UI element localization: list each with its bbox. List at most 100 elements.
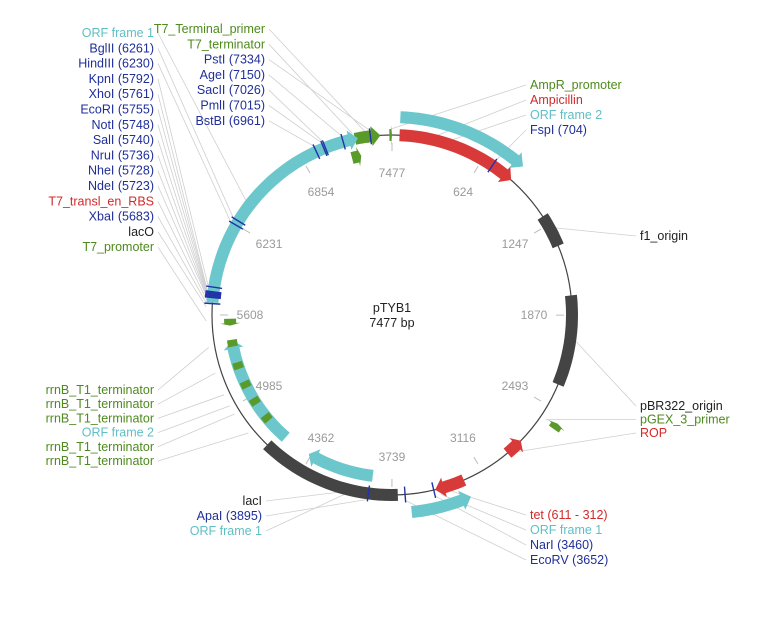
leader-line (157, 185, 208, 298)
feature-arc (503, 438, 524, 458)
restriction-sites (204, 128, 498, 503)
feature-label: AmpR_promoter (530, 78, 622, 92)
terminator-block (248, 395, 261, 407)
feature-label: SalI (5740) (93, 133, 154, 147)
tick-label: 4362 (308, 431, 335, 445)
leader-line (268, 120, 315, 147)
tick-label: 4985 (256, 379, 283, 393)
leader-line (157, 139, 208, 295)
feature-label: HindIII (6230) (78, 57, 154, 71)
tick-label: 1247 (502, 237, 529, 251)
restriction-site-mark (204, 295, 221, 299)
leader-line (157, 372, 216, 405)
leader-line (157, 170, 208, 297)
leader-line (268, 28, 365, 132)
feature-arc (399, 129, 512, 182)
restriction-site-mark (321, 140, 330, 156)
feature-label: ORF frame 1 (82, 26, 154, 40)
tick-label: 3116 (450, 431, 476, 445)
restriction-site-mark (205, 290, 222, 294)
restriction-site-mark (206, 285, 223, 290)
feature-label: NotI (5748) (91, 118, 154, 132)
leader-line (268, 105, 322, 144)
feature-arc (353, 126, 381, 147)
feature-label: lacI (243, 494, 262, 508)
feature-label: EcoRV (3652) (530, 553, 608, 567)
feature-label: KpnI (5792) (89, 72, 154, 86)
restriction-site-mark (366, 485, 371, 502)
tick-label: 2493 (502, 379, 529, 393)
restriction-site-mark (320, 140, 328, 157)
restriction-site-mark (205, 293, 222, 297)
leader-line (157, 394, 225, 419)
leader-line (157, 216, 207, 304)
leader-line (157, 78, 209, 287)
leader-line (518, 432, 637, 452)
feature-label: SacII (7026) (197, 83, 265, 97)
restriction-site-mark (204, 296, 221, 300)
tick-label: 1870 (521, 308, 548, 322)
feature-label: ApaI (3895) (197, 509, 262, 523)
feature-label: lacO (128, 225, 154, 239)
feature-arc (411, 490, 471, 518)
feature-label: T7_promoter (82, 240, 154, 254)
feature-arc (263, 440, 398, 501)
feature-label: T7_transl_en_RBS (48, 194, 154, 208)
leader-line (268, 59, 370, 131)
plasmid-name: pTYB1 (373, 301, 411, 315)
leader-line (157, 94, 208, 292)
feature-label: NarI (3460) (530, 538, 593, 552)
tick-label: 624 (453, 185, 473, 199)
feature-label: f1_origin (640, 229, 688, 243)
feature-label: AgeI (7150) (200, 68, 265, 82)
tick-label: 3739 (379, 450, 406, 464)
leader-line (575, 341, 637, 407)
leader-line (157, 201, 207, 300)
feature-label: XhoI (5761) (89, 87, 154, 101)
tick-mark (473, 165, 479, 174)
restriction-site-mark (205, 292, 222, 296)
feature-label: tet (611 - 312) (530, 508, 608, 522)
feature-arc (435, 474, 467, 497)
restriction-site-mark (487, 158, 498, 173)
feature-label: T7_Terminal_primer (154, 22, 265, 36)
feature-arc (548, 419, 565, 433)
leader-line (157, 432, 249, 462)
feature-label: EcoRI (5755) (80, 103, 154, 117)
feature-label: ROP (640, 426, 667, 440)
leader-line (268, 74, 342, 137)
feature-label: NdeI (5723) (88, 179, 154, 193)
feature-arc (206, 130, 358, 303)
tick-label: 6854 (308, 185, 335, 199)
restriction-site-mark (403, 486, 407, 503)
restriction-site-mark (340, 133, 347, 150)
feature-label: pBR322_origin (640, 399, 723, 413)
feature-label: NruI (5736) (91, 148, 154, 162)
tick-mark (533, 228, 542, 234)
restriction-site-mark (228, 220, 244, 230)
terminator-block (227, 339, 238, 348)
leader-line (157, 405, 230, 433)
leader-line (157, 347, 210, 391)
plasmid-length: 7477 bp (369, 316, 414, 330)
feature-arc (389, 125, 392, 145)
leader-line (556, 227, 637, 237)
feature-label: rrnB_T1_terminator (46, 454, 154, 468)
feature-label: Ampicillin (530, 93, 583, 107)
tick-mark (305, 165, 311, 174)
feature-label: FspI (704) (530, 123, 587, 137)
restriction-site-mark (204, 302, 221, 305)
tick-label: 6231 (256, 237, 283, 251)
feature-arc (552, 294, 578, 387)
feature-label: PstI (7334) (204, 53, 265, 67)
leader-line (157, 48, 234, 219)
feature-label: rrnB_T1_terminator (46, 397, 154, 411)
feature-arc (400, 111, 523, 168)
feature-label: rrnB_T1_terminator (46, 440, 154, 454)
tick-mark (473, 456, 479, 465)
leader-line (265, 492, 337, 502)
leader-line (157, 63, 232, 223)
